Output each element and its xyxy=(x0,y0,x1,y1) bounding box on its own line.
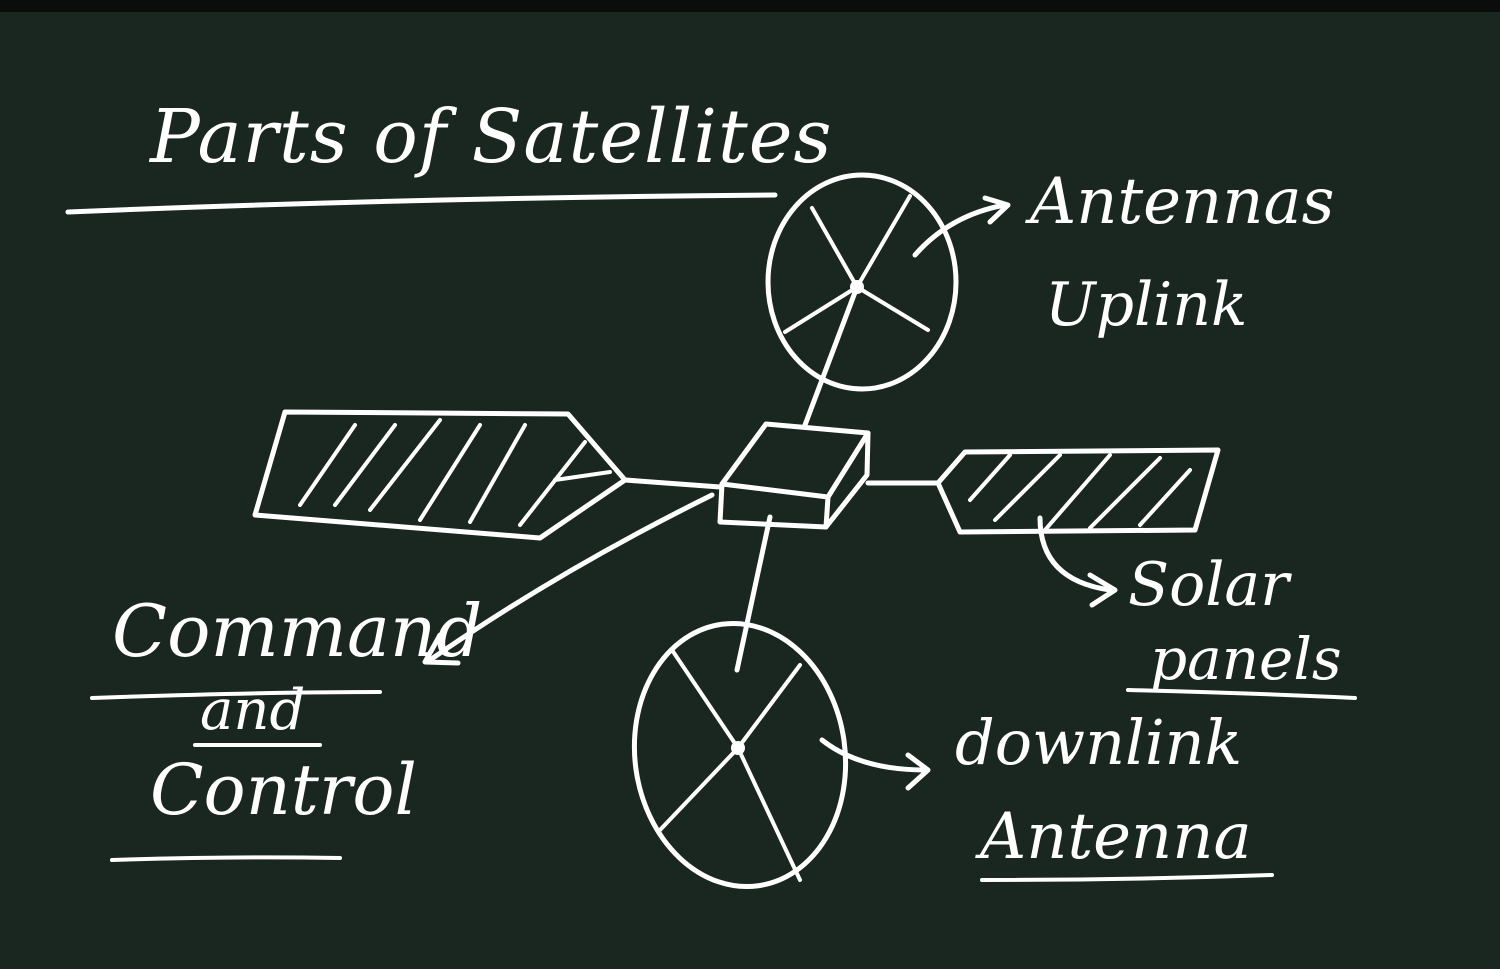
label-antennas: Antennas xyxy=(1030,165,1335,239)
antenna-underline xyxy=(980,873,1274,882)
right-solar-panel xyxy=(865,447,1221,535)
arrow-to-command xyxy=(422,492,715,666)
chalkboard xyxy=(0,12,1500,969)
left-solar-panel xyxy=(252,409,723,541)
label-solar: Solar xyxy=(1128,550,1289,620)
label-and: and xyxy=(200,678,306,743)
arrow-to-downlink xyxy=(819,737,931,791)
label-uplink: Uplink xyxy=(1045,270,1248,340)
label-command: Command xyxy=(112,589,483,673)
label-antenna: Antenna xyxy=(980,800,1252,874)
label-panels: panels xyxy=(1150,625,1342,693)
panels-underline xyxy=(1126,688,1357,700)
page-title: Parts of Satellites xyxy=(150,94,833,180)
satellite-body xyxy=(717,421,871,530)
uplink-antenna-dish xyxy=(765,172,959,428)
downlink-antenna-dish xyxy=(631,514,849,890)
label-downlink: downlink xyxy=(955,706,1243,779)
command-underline xyxy=(90,690,382,700)
control-underline xyxy=(110,855,342,862)
arrow-to-antennas xyxy=(912,195,1011,258)
title-underline xyxy=(65,192,778,215)
top-bar xyxy=(0,0,1500,12)
arrow-to-solar xyxy=(1037,515,1118,608)
label-control: Control xyxy=(150,749,417,831)
